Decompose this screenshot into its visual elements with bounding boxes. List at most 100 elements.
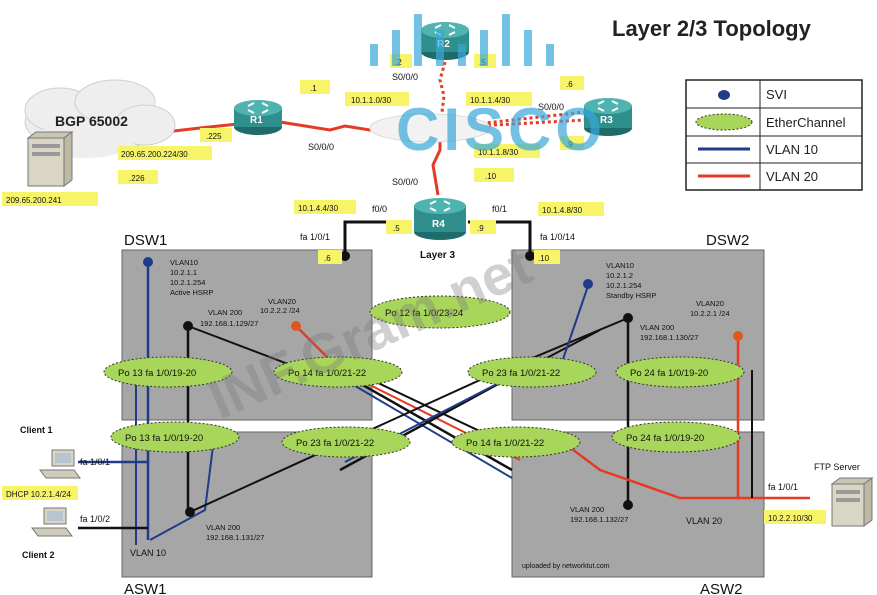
po23-top-label: Po 23 fa 1/0/21-22 [482, 368, 560, 379]
dsw2-vlan20-ip: 10.2.2.1 /24 [690, 309, 730, 318]
po12-label: Po 12 fa 1/0/23-24 [385, 308, 463, 319]
asw1-vlan200-svi [185, 507, 195, 517]
po23-top-oval [467, 356, 597, 388]
legend-etherchannel-oval [695, 113, 753, 131]
addr-net-1-4: 10.1.1.4/30 [470, 96, 511, 105]
diagram-title: Layer 2/3 Topology [612, 16, 812, 41]
dsw1-box [121, 249, 373, 421]
if-dsw2-fa: fa 1/0/14 [540, 232, 575, 242]
addr-dsw1-6: .6 [324, 254, 331, 263]
dsw1-vlan10-vip: 10.2.1.254 [170, 278, 205, 287]
if-r4-s000: S0/0/0 [392, 177, 418, 187]
asw2-vlan200-svi [623, 500, 633, 510]
server-left-icon [26, 131, 74, 187]
addr-r1-1: .1 [310, 84, 317, 93]
ftp-ip: 10.2.2.10/30 [768, 514, 813, 523]
asw1-vlan200-name: VLAN 200 [206, 523, 240, 532]
ftp-label: FTP Server [814, 462, 860, 472]
cisco-logo-watermark: CISCO [370, 14, 606, 163]
r3-label: R3 [600, 115, 613, 126]
asw2-label: ASW2 [700, 581, 743, 595]
r1-label: R1 [250, 115, 263, 126]
client1-icon[interactable] [39, 449, 81, 479]
po23-bot-label: Po 23 fa 1/0/21-22 [296, 438, 374, 449]
dsw2-vlan10-name: VLAN10 [606, 261, 634, 270]
dsw1-label: DSW1 [124, 232, 167, 249]
client2-icon[interactable] [31, 507, 73, 537]
interface-labels: S0/0/0 S0/0/0 S0/0/0 S0/0/0 f0/0 f0/1 fa… [300, 72, 575, 242]
dsw2-vlan200-svi [623, 313, 633, 323]
po14-top-oval [273, 356, 403, 388]
layer3-label: Layer 3 [420, 250, 455, 261]
legend-etherchannel-label: EtherChannel [766, 115, 846, 130]
legend-vlan20-label: VLAN 20 [766, 169, 818, 184]
dsw1-vlan10-hsrp: Active HSRP [170, 288, 213, 297]
po14-top-label: Po 14 fa 1/0/21-22 [288, 368, 366, 379]
addr-r4-9: .9 [477, 224, 484, 233]
router-r2[interactable]: R2 [421, 22, 469, 60]
if-r2-s000: S0/0/0 [392, 72, 418, 82]
addr-net-4-4: 10.1.4.4/30 [298, 204, 339, 213]
dsw1-vlan200-svi [183, 321, 193, 331]
legend-svi-dot [718, 90, 730, 100]
router-r4[interactable]: R4 [414, 198, 466, 240]
addr-net-4-8: 10.1.4.8/30 [542, 206, 583, 215]
dsw1-vlan20-ip: 10.2.2.2 /24 [260, 306, 300, 315]
po24-top-oval [615, 356, 745, 388]
dsw2-vlan200-name: VLAN 200 [640, 323, 674, 332]
ftp-server-icon[interactable] [830, 477, 874, 527]
addr-dsw2-10: .10 [538, 254, 550, 263]
if-r4-f01: f0/1 [492, 204, 507, 214]
dsw2-vlan20-name: VLAN20 [696, 299, 724, 308]
dsw2-vlan20-svi [733, 331, 743, 341]
legend: SVI EtherChannel VLAN 10 VLAN 20 [685, 79, 863, 191]
po12-oval [369, 295, 511, 329]
cisco-logo-text: CISCO [396, 96, 606, 163]
if-client1-fa: fa 1/0/1 [80, 457, 110, 467]
addr-net-1-8: 10.1.1.8/30 [478, 148, 519, 157]
client1-label: Client 1 [20, 425, 53, 435]
legend-svi-label: SVI [766, 87, 787, 102]
dsw2-vlan10-hsrp: Standby HSRP [606, 291, 656, 300]
asw1-vlan200-ip: 192.168.1.131/27 [206, 533, 264, 542]
dsw2-vlan200-ip: 192.168.1.130/27 [640, 333, 698, 342]
legend-vlan10-label: VLAN 10 [766, 142, 818, 157]
asw2-vlan20-label: VLAN 20 [686, 516, 722, 526]
po23-bot-oval [281, 426, 411, 458]
dsw1-vlan200-ip: 192.168.1.129/27 [200, 319, 258, 328]
po24-bot-oval [611, 421, 741, 453]
if-r1-s000: S0/0/0 [308, 142, 334, 152]
if-dsw1-fa: fa 1/0/1 [300, 232, 330, 242]
po13-top-oval [103, 356, 233, 388]
asw1-label: ASW1 [124, 581, 167, 595]
asw2-vlan200-name: VLAN 200 [570, 505, 604, 514]
if-r3-s000: S0/0/0 [538, 102, 564, 112]
dsw1-vlan10-name: VLAN10 [170, 258, 198, 267]
router-r3[interactable]: R3 [584, 98, 632, 136]
po13-top-label: Po 13 fa 1/0/19-20 [118, 368, 196, 379]
if-r4-f00: f0/0 [372, 204, 387, 214]
addr-r4-5: .5 [393, 224, 400, 233]
addr-r3-9: .9 [566, 140, 573, 149]
router-r1[interactable]: R1 [234, 100, 282, 135]
dsw1-vlan20-name: VLAN20 [268, 297, 296, 306]
dsw1-vlan200-name: VLAN 200 [208, 308, 242, 317]
client2-label: Client 2 [22, 550, 55, 560]
etherchannels: Po 12 fa 1/0/23-24 Po 13 fa 1/0/19-20 Po… [103, 295, 745, 458]
r4-label: R4 [432, 219, 445, 230]
dsw2-vlan10-svi [583, 279, 593, 289]
addr-isp-226: .226 [129, 174, 145, 183]
addr-r1-225: .225 [206, 132, 222, 141]
addr-net-1-0: 10.1.1.0/30 [351, 96, 392, 105]
dsw1-vlan10-ip: 10.2.1.1 [170, 268, 197, 277]
svi-texts: VLAN10 10.2.1.1 10.2.1.254 Active HSRP V… [170, 258, 730, 542]
po24-top-label: Po 24 fa 1/0/19-20 [630, 368, 708, 379]
if-client2-fa: fa 1/0/2 [80, 514, 110, 524]
po13-bot-label: Po 13 fa 1/0/19-20 [125, 433, 203, 444]
dsw2-vlan10-vip: 10.2.1.254 [606, 281, 641, 290]
wan-cloud [369, 113, 491, 143]
bgp-label: BGP 65002 [55, 113, 128, 129]
dsw2-label: DSW2 [706, 232, 749, 249]
po14-bot-oval [451, 426, 581, 458]
